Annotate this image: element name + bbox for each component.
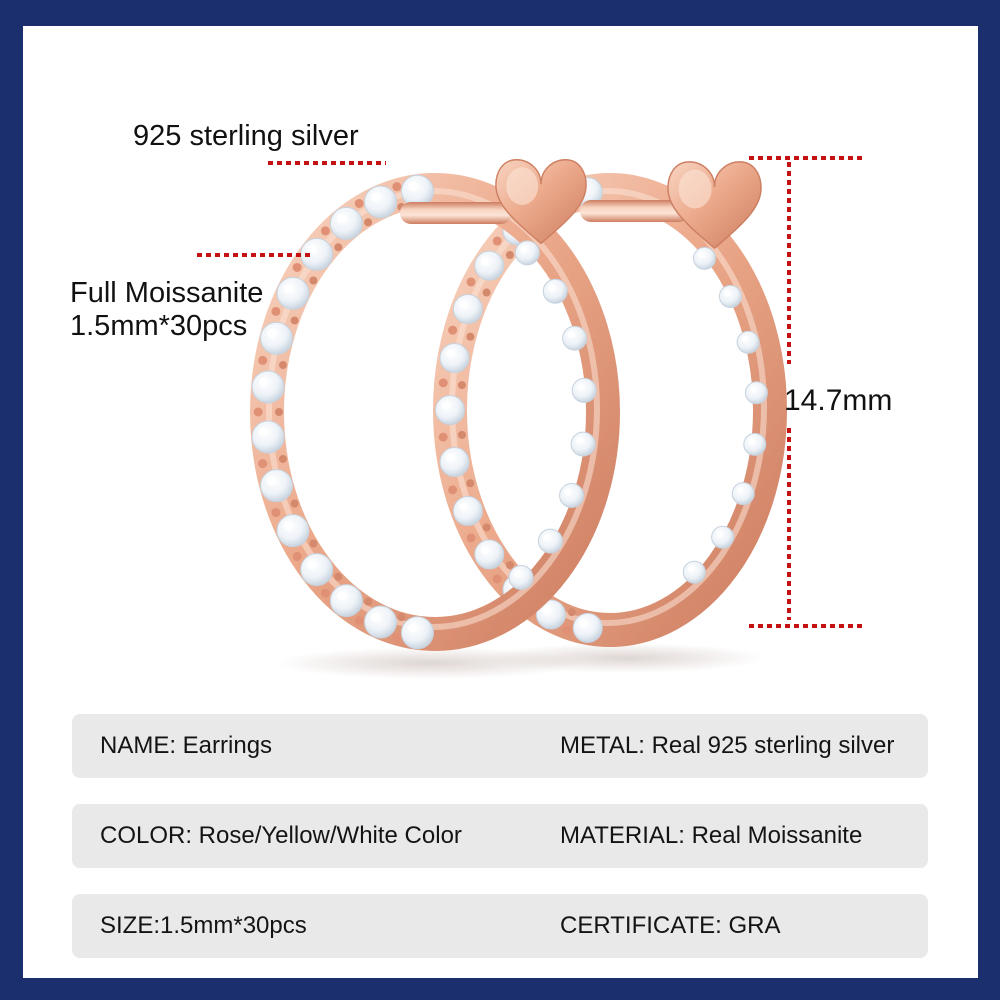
moissanite-label-line2: 1.5mm*30pcs (70, 310, 248, 342)
spec-metal-cell: METAL: Real 925 sterling silver (560, 732, 895, 759)
left-earring-clasp (495, 159, 587, 245)
spec-row-size-certificate: SIZE:1.5mm*30pcs CERTIFICATE: GRA (72, 894, 928, 958)
dimension-line-upper (787, 162, 791, 364)
earring-posts (400, 200, 690, 224)
dimension-line-lower (787, 428, 791, 620)
spec-color-cell: COLOR: Rose/Yellow/White Color (100, 822, 462, 849)
moissanite-annotation-label: Full Moissanite 1.5mm*30pcs (70, 277, 263, 343)
height-dimension-label: 14.7mm (784, 384, 893, 417)
dimension-bottom-tick (749, 624, 864, 628)
leader-line-moissanite (197, 253, 311, 257)
spec-row-name-metal: NAME: Earrings METAL: Real 925 sterling … (72, 714, 928, 778)
right-earring-clasp (667, 161, 762, 250)
moissanite-label-line1: Full Moissanite (70, 277, 264, 309)
spec-size-cell: SIZE:1.5mm*30pcs (100, 912, 307, 939)
spec-material-cell: MATERIAL: Real Moissanite (560, 822, 863, 849)
left-earring-back-stones (508, 240, 597, 590)
leader-line-silver (268, 161, 386, 165)
spec-row-color-material: COLOR: Rose/Yellow/White Color MATERIAL:… (72, 804, 928, 868)
dimension-top-tick (749, 156, 864, 160)
ground-shadows (275, 643, 765, 679)
spec-name-cell: NAME: Earrings (100, 732, 273, 759)
right-earring-back-stones (682, 246, 768, 584)
spec-certificate-cell: CERTIFICATE: GRA (560, 912, 781, 939)
left-earring-front-stones (251, 174, 434, 650)
silver-annotation-label: 925 sterling silver (133, 120, 359, 152)
